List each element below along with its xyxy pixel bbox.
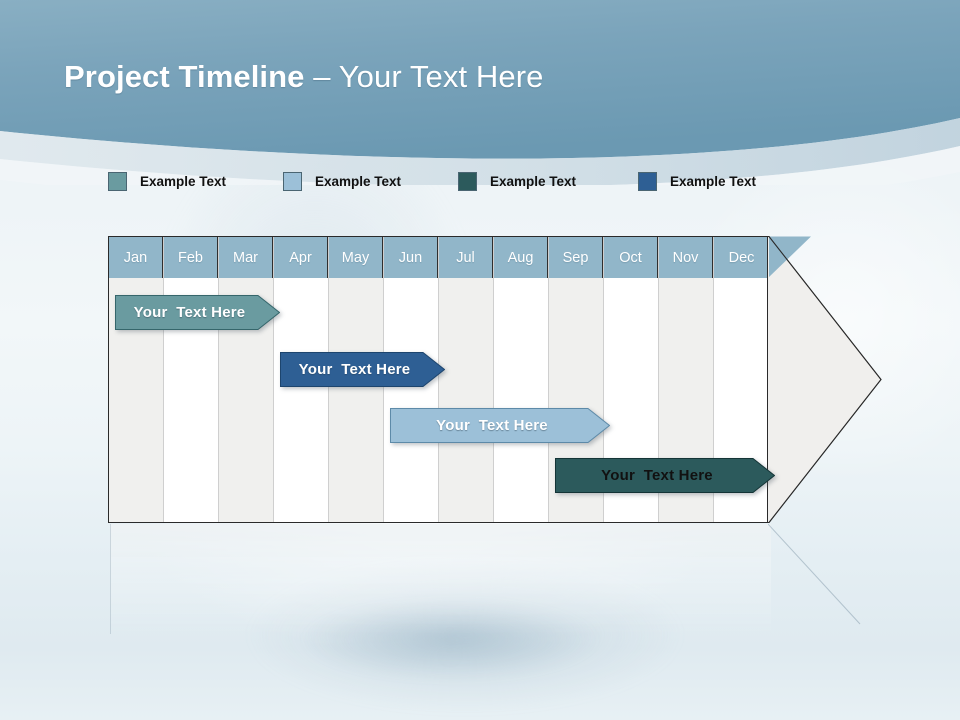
legend-item-label: Example Text	[315, 173, 402, 189]
month-header-aug[interactable]: Aug	[494, 237, 548, 278]
legend-swatch-icon	[108, 171, 127, 191]
timeline-bar-label: Your Text Here	[298, 361, 411, 378]
timeline-bar-shape	[280, 352, 445, 387]
timeline-bar-shape	[555, 458, 775, 493]
header-band	[0, 0, 960, 185]
timeline-month-column: Aug	[494, 237, 549, 522]
timeline-month-column: Jan	[109, 237, 164, 522]
legend: Example Text Example Text Example Text Exam…	[108, 168, 808, 194]
timeline-bar-shape	[115, 295, 280, 330]
month-header-may[interactable]: May	[329, 237, 383, 278]
timeline-month-column: Mar	[219, 237, 274, 522]
month-header-sep[interactable]: Sep	[549, 237, 603, 278]
month-header-mar[interactable]: Mar	[219, 237, 273, 278]
legend-item-label: Example Text	[490, 173, 577, 189]
page-title: Project Timeline – Your Text Here	[64, 58, 543, 96]
timeline-month-column: Jul	[439, 237, 494, 522]
timeline-bar-shape	[390, 408, 610, 443]
month-header-jul[interactable]: Jul	[439, 237, 493, 278]
month-header-feb[interactable]: Feb	[164, 237, 218, 278]
timeline-bar-label: Your Text Here	[133, 304, 246, 321]
legend-item[interactable]: Example Text	[108, 168, 226, 194]
legend-swatch-icon	[283, 171, 302, 191]
legend-item[interactable]: Example Text	[638, 168, 756, 194]
timeline-bar[interactable]: Your Text Here	[390, 408, 610, 443]
table-reflection	[110, 524, 771, 634]
month-header-nov[interactable]: Nov	[659, 237, 713, 278]
month-header-dec[interactable]: Dec	[714, 237, 769, 278]
legend-item[interactable]: Example Text	[283, 168, 401, 194]
legend-item[interactable]: Example Text	[458, 168, 576, 194]
timeline-arrow-head	[767, 236, 882, 523]
legend-item-label: Example Text	[670, 173, 757, 189]
month-header-apr[interactable]: Apr	[274, 237, 328, 278]
page-title-separator: –	[304, 59, 339, 94]
timeline-bar[interactable]: Your Text Here	[555, 458, 775, 493]
timeline-bar[interactable]: Your Text Here	[115, 295, 280, 330]
timeline-month-column: Feb	[164, 237, 219, 522]
timeline-bar-label: Your Text Here	[436, 417, 548, 434]
page-title-bold: Project Timeline	[64, 59, 305, 94]
background-reflection-core	[300, 600, 600, 680]
legend-swatch-icon	[638, 171, 657, 191]
table-reflection-arrow	[768, 524, 861, 625]
timeline-bar[interactable]: Your Text Here	[280, 352, 445, 387]
background-reflection-blur	[250, 560, 680, 710]
page-title-light: Your Text Here	[338, 59, 544, 94]
timeline-bar-label: Your Text Here	[601, 467, 713, 484]
legend-item-label: Example Text	[140, 173, 227, 189]
month-header-oct[interactable]: Oct	[604, 237, 658, 278]
legend-swatch-icon	[458, 171, 477, 191]
month-header-jun[interactable]: Jun	[384, 237, 438, 278]
month-header-jan[interactable]: Jan	[109, 237, 163, 278]
